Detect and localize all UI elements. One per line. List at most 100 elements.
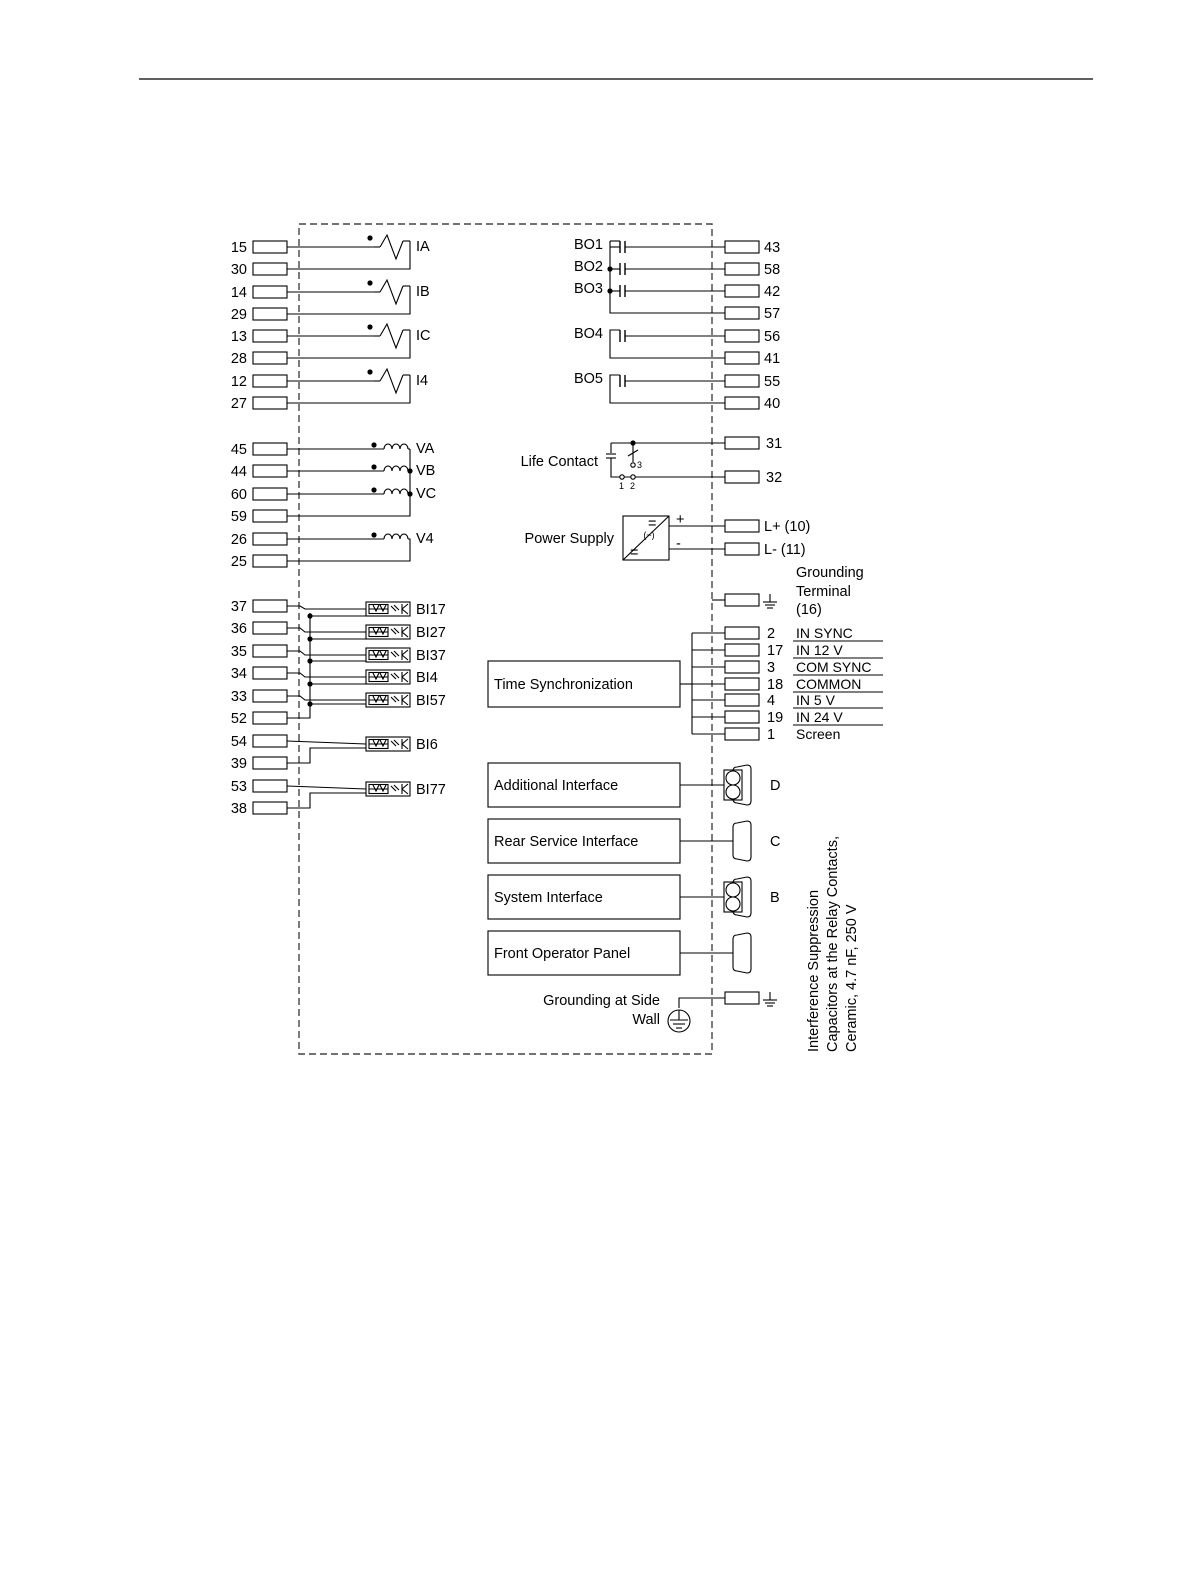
terminal-number: 34 [231, 666, 247, 682]
time-sync-signal: COM SYNC [796, 659, 871, 675]
terminal-block [724, 660, 760, 674]
current-transformer [373, 323, 404, 349]
time-sync-signal: IN 12 V [796, 642, 843, 658]
binary-input-optocoupler [365, 781, 411, 797]
terminal-block [252, 734, 288, 748]
terminal-number: 60 [231, 487, 247, 503]
junction-dot [407, 468, 413, 474]
grounding-side-label: Wall [632, 1012, 660, 1028]
terminal-number: 4 [767, 693, 775, 709]
contact-pin-number: 1 [619, 481, 624, 491]
grounding-terminal-label: (16) [796, 602, 822, 618]
terminal-number: 41 [764, 351, 780, 367]
voltage-input-label: V4 [416, 531, 434, 547]
terminal-block [724, 351, 760, 365]
polarity-dot [371, 487, 377, 493]
terminal-block [252, 442, 288, 456]
terminal-block [724, 542, 760, 556]
polarity-dot [367, 235, 373, 241]
terminal-block [252, 329, 288, 343]
terminal-block [724, 374, 760, 388]
dsub-connector-double [723, 876, 752, 918]
current-transformer [373, 279, 404, 305]
time-sync-box [487, 660, 681, 708]
current-input-label: IC [416, 328, 431, 344]
current-transformer [373, 234, 404, 260]
time-sync-signal: Screen [796, 726, 840, 742]
binary-input-label: BI6 [416, 737, 438, 753]
binary-input-optocoupler [365, 624, 411, 640]
terminal-block [724, 262, 760, 276]
binary-input-label: BI37 [416, 648, 446, 664]
binary-input-label: BI27 [416, 625, 446, 641]
terminal-number: 3 [767, 660, 775, 676]
terminal-number: 15 [231, 240, 247, 256]
terminal-block [252, 487, 288, 501]
terminal-number: 42 [764, 284, 780, 300]
suppression-note-text: Interference Suppression [806, 890, 822, 1052]
suppression-note-text: Ceramic, 4.7 nF, 250 V [844, 904, 860, 1052]
current-input-label: IA [416, 239, 430, 255]
current-input-label: I4 [416, 373, 428, 389]
time-sync-label: Time Synchronization [494, 677, 633, 693]
junction-dot [607, 288, 613, 294]
terminal-block [724, 643, 760, 657]
terminal-number: 35 [231, 644, 247, 660]
terminal-block [252, 666, 288, 680]
terminal-number: 43 [764, 240, 780, 256]
interface-box [487, 818, 681, 864]
terminal-number: 12 [231, 374, 247, 390]
binary-input-label: BI4 [416, 670, 438, 686]
wire [287, 672, 366, 678]
terminal-number: 45 [231, 442, 247, 458]
junction-dot [307, 681, 313, 687]
terminal-block [724, 626, 760, 640]
voltage-transformer [383, 533, 409, 540]
terminal-number: 52 [231, 711, 247, 727]
interface-label: Additional Interface [494, 778, 618, 794]
terminal-number: 59 [231, 509, 247, 525]
polarity-dot [371, 442, 377, 448]
terminal-number: 26 [231, 532, 247, 548]
terminal-number: 30 [231, 262, 247, 278]
relay-contact [619, 329, 626, 343]
terminal-block [252, 351, 288, 365]
binary-output-label: BO1 [574, 237, 603, 253]
terminal-block [252, 509, 288, 523]
terminal-block [724, 710, 760, 724]
polarity-dot [367, 280, 373, 286]
terminal-block [252, 779, 288, 793]
terminal-number: 40 [764, 396, 780, 412]
terminal-number: 57 [764, 306, 780, 322]
polarity-dot [371, 464, 377, 470]
grounding-terminal-label: Terminal [796, 584, 851, 600]
binary-input-optocoupler [365, 647, 411, 663]
converter-diagonal [622, 515, 670, 561]
junction-dot [307, 701, 313, 707]
contact-pin [619, 474, 625, 480]
wire [609, 329, 725, 359]
wire [287, 241, 411, 270]
terminal-label: L- (11) [764, 542, 806, 558]
terminal-number: 17 [767, 643, 783, 659]
terminal-block [252, 711, 288, 725]
binary-output-label: BO2 [574, 259, 603, 275]
terminal-number: 31 [766, 436, 782, 452]
terminal-number: 55 [764, 374, 780, 390]
terminal-block [724, 593, 760, 607]
terminal-block [724, 519, 760, 533]
voltage-transformer [383, 465, 409, 472]
terminal-label: L+ (10) [764, 519, 810, 535]
terminal-number: 39 [231, 756, 247, 772]
terminal-block [724, 693, 760, 707]
wire [609, 374, 725, 404]
time-sync-signal: IN SYNC [796, 625, 853, 641]
wire [610, 458, 633, 478]
current-input-label: IB [416, 284, 430, 300]
terminal-number: 27 [231, 396, 247, 412]
terminal-block [724, 991, 760, 1005]
binary-input-label: BI57 [416, 693, 446, 709]
